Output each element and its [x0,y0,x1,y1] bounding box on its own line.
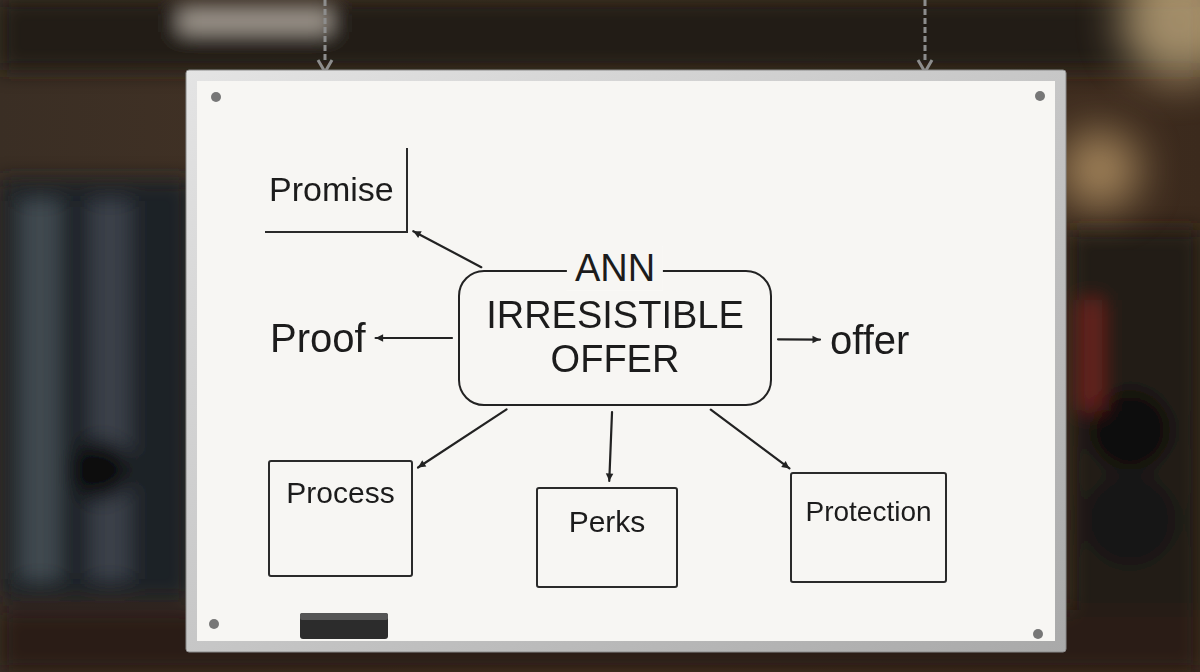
arrow-connector [711,410,790,469]
process-box: Process [268,460,413,577]
offer-label-node: offer [826,315,913,365]
arrow-connector [418,409,507,467]
node-label: Proof [270,315,366,361]
promise-box: Promise [265,148,408,233]
eraser [300,613,388,639]
whiteboard [186,70,1066,652]
arrow-connector [376,337,452,339]
proof-label-node: Proof [266,313,370,363]
protection-box: Protection [790,472,947,583]
perks-box: Perks [536,487,678,588]
hanging-chain [318,0,932,72]
node-label: Promise [269,170,394,209]
arrow-connector [413,231,481,267]
node-label: Process [286,476,394,511]
arrow-connector [778,338,820,341]
arrow-connector [609,412,612,481]
node-heading: ANN [567,247,663,291]
node-label: Protection [805,496,931,528]
node-label: IRRESISTIBLE OFFER [476,294,754,381]
offer-hub: ANNIRRESISTIBLE OFFER [458,270,772,406]
node-label: Perks [569,505,646,540]
node-label: offer [830,317,909,363]
